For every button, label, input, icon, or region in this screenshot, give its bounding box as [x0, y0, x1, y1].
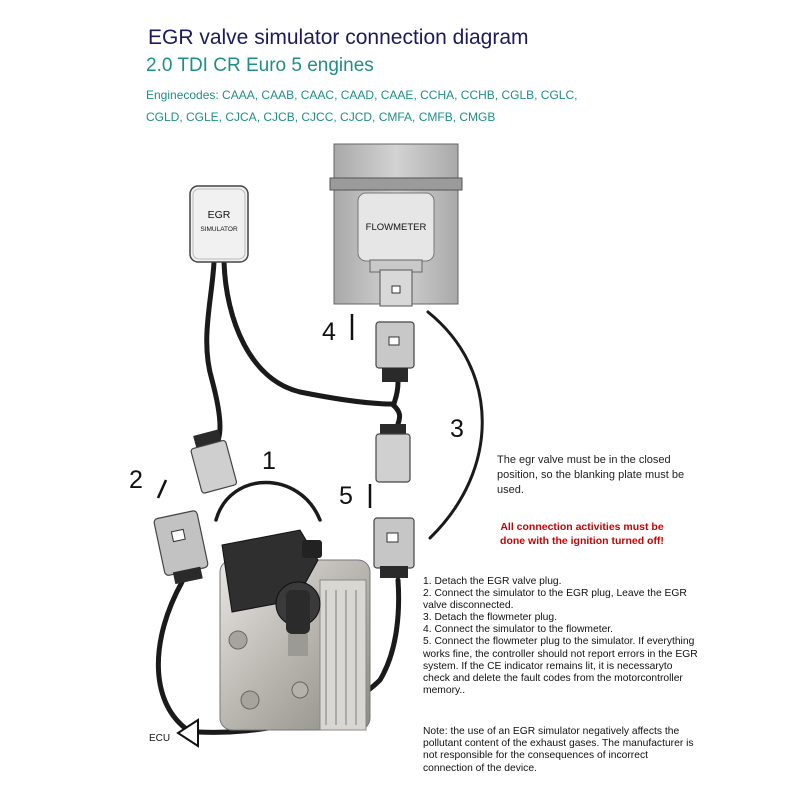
- cable-3-arc: [426, 310, 484, 540]
- connector-4: [375, 321, 415, 382]
- instruction-steps: 1. Detach the EGR valve plug. 2. Connect…: [423, 576, 698, 697]
- step-item: 2. Connect the simulator to the EGR plug…: [423, 588, 687, 612]
- simulator-label-line2: SIMULATOR: [200, 226, 238, 233]
- callout-2: 2: [129, 466, 143, 494]
- callout-2-bar: [156, 479, 168, 499]
- simulator-cable-b: [221, 259, 395, 407]
- engine-codes-line-1: Enginecodes: CAAA, CAAB, CAAC, CAAD, CAA…: [146, 88, 578, 102]
- engine-codes-line-2: CGLD, CGLE, CJCA, CJCB, CJCC, CJCD, CMFA…: [146, 110, 496, 124]
- cable-1-arc: [214, 480, 322, 522]
- disclaimer-note: Note: the use of an EGR simulator negati…: [423, 726, 694, 774]
- egr-simulator: [189, 185, 249, 263]
- connector-5-upper: [375, 424, 411, 483]
- simulator-label-line1: EGR: [208, 209, 231, 221]
- step-item: 3. Detach the flowmeter plug.: [423, 612, 557, 624]
- step-item: 1. Detach the EGR valve plug.: [423, 576, 562, 587]
- egr-valve: [219, 529, 371, 731]
- flowmeter-label: FLOWMETER: [366, 222, 427, 233]
- simulator-cable-a: [204, 259, 223, 443]
- diagram-title: EGR valve simulator connection diagram: [148, 26, 529, 49]
- diagram-subtitle: 2.0 TDI CR Euro 5 engines: [146, 55, 374, 76]
- connector-5-lower: [373, 517, 415, 578]
- flowmeter-cable-top: [391, 379, 401, 407]
- callout-4: 4: [322, 318, 336, 346]
- valve-position-note: The egr valve must be in the closed posi…: [497, 454, 685, 496]
- ecu-arrow: [176, 718, 199, 748]
- egr-plug-cable: [155, 579, 198, 735]
- step-item: 5. Connect the flowmeter plug to the sim…: [423, 636, 698, 696]
- callout-3: 3: [450, 415, 464, 443]
- ecu-label: ECU: [149, 733, 171, 744]
- connector-2-lower: [153, 510, 209, 585]
- callout-5: 5: [339, 482, 353, 510]
- connector-2-upper: [190, 429, 238, 494]
- flowmeter: [329, 143, 463, 307]
- step-item: 4. Connect the simulator to the flowmete…: [423, 624, 614, 636]
- flowmeter-cable-bottom: [389, 401, 403, 427]
- callout-1: 1: [262, 447, 276, 475]
- ignition-warning: All connection activities must be done w…: [500, 521, 664, 547]
